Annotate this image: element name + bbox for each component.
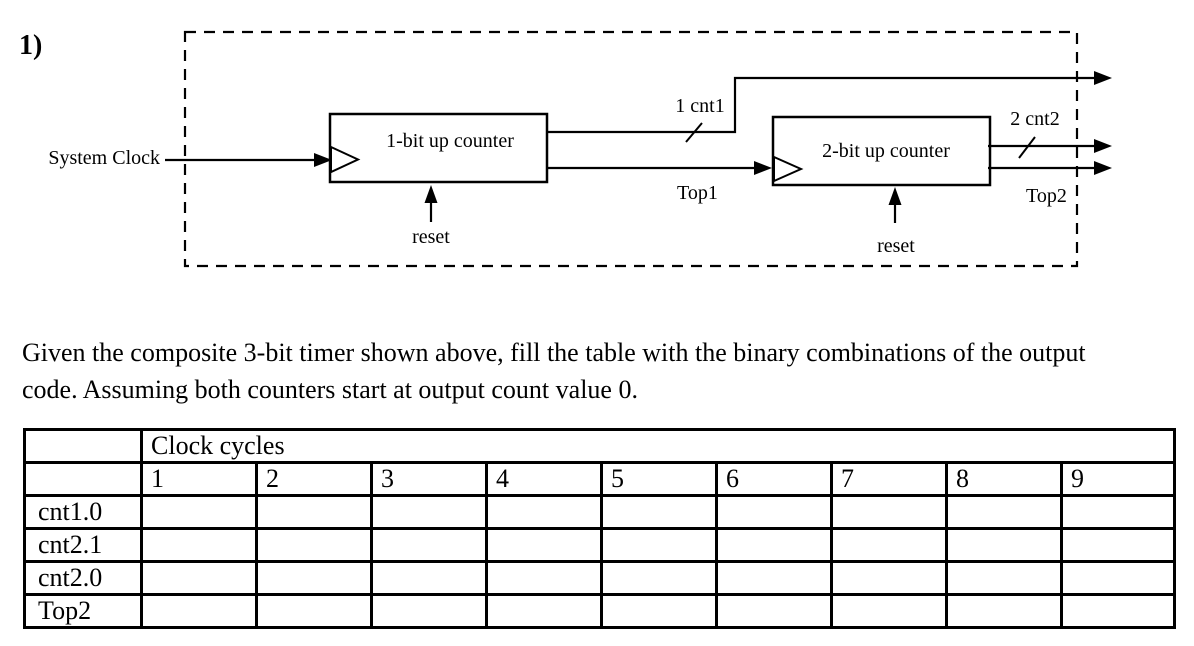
counter1-label: 1-bit up counter [386, 130, 514, 152]
corner-cell [23, 461, 143, 497]
answer-cell [715, 593, 833, 629]
answer-cell [830, 593, 948, 629]
cnt2-bus-width-slash [1018, 136, 1036, 159]
answer-cell [715, 560, 833, 596]
answer-table: Clock cycles 1 2 3 4 5 6 7 8 9 cnt1.0 [23, 428, 1177, 629]
answer-cell [140, 593, 258, 629]
top1-wire [547, 161, 772, 175]
row-label-cnt1-0: cnt1.0 [23, 494, 143, 530]
answer-cell [600, 560, 718, 596]
cycle-col-1: 1 [140, 461, 258, 497]
answer-cell [485, 494, 603, 530]
cycle-col-2: 2 [255, 461, 373, 497]
counter1-box [328, 112, 549, 184]
cnt1-bus-label: 1 cnt1 [675, 95, 724, 117]
corner-cell [23, 428, 143, 464]
table-row-cnt2-0: cnt2.0 [23, 560, 1177, 596]
top2-wire [988, 161, 1112, 175]
row-label-top2: Top2 [23, 593, 143, 629]
table-row-cnt1-0: cnt1.0 [23, 494, 1177, 530]
answer-cell [140, 560, 258, 596]
timer-circuit-diagram: System Clock 1-bit up counter reset 1 cn… [48, 30, 1112, 268]
cycle-col-3: 3 [370, 461, 488, 497]
answer-cell [600, 527, 718, 563]
answer-cell [255, 593, 373, 629]
answer-cell [600, 494, 718, 530]
answer-cell [485, 593, 603, 629]
answer-cell [140, 494, 258, 530]
cycle-col-8: 8 [945, 461, 1063, 497]
answer-cell [1059, 494, 1177, 530]
answer-cell [255, 494, 373, 530]
cycle-col-6: 6 [715, 461, 833, 497]
cycle-col-4: 4 [485, 461, 603, 497]
counter1-clock-edge-triangle [330, 145, 361, 174]
answer-cell [945, 560, 1063, 596]
answer-cell [485, 527, 603, 563]
cnt1-output-wire [547, 71, 1112, 143]
answer-cell [370, 527, 488, 563]
cycle-col-9: 9 [1059, 461, 1177, 497]
cycle-col-7: 7 [830, 461, 948, 497]
cnt2-bus-label: 2 cnt2 [1010, 108, 1059, 130]
answer-cell [945, 593, 1063, 629]
answer-cell [485, 560, 603, 596]
table-header-row: Clock cycles [23, 428, 1177, 464]
answer-cell [945, 527, 1063, 563]
answer-cell [1059, 560, 1177, 596]
row-label-cnt2-0: cnt2.0 [23, 560, 143, 596]
row-label-cnt2-1: cnt2.1 [23, 527, 143, 563]
cnt2-output-wire [988, 136, 1112, 159]
question-line-2: code. Assuming both counters start at ou… [22, 375, 638, 404]
answer-cell [255, 560, 373, 596]
cnt1-bus-width-slash [685, 122, 703, 143]
answer-cell [600, 593, 718, 629]
dashed-boundary-box [183, 30, 1079, 268]
counter2-reset-arrow [888, 187, 902, 223]
counter2-label: 2-bit up counter [822, 140, 950, 162]
counter1-reset-label: reset [412, 226, 450, 248]
answer-cell [1059, 593, 1177, 629]
cycle-col-5: 5 [600, 461, 718, 497]
answer-cell [140, 527, 258, 563]
counter2-clock-edge-triangle [773, 155, 804, 183]
answer-cell [830, 560, 948, 596]
counter2-reset-label: reset [877, 235, 915, 257]
answer-cell [255, 527, 373, 563]
table-row-top2: Top2 [23, 593, 1177, 629]
answer-cell [370, 494, 488, 530]
top2-label: Top2 [1026, 185, 1067, 207]
top1-label: Top1 [677, 182, 718, 204]
answer-cell [830, 494, 948, 530]
answer-cell [830, 527, 948, 563]
question-text: Given the composite 3-bit timer shown ab… [22, 334, 1086, 408]
system-clock-wire [165, 153, 332, 167]
answer-cell [370, 593, 488, 629]
counter1-reset-arrow [424, 185, 438, 222]
problem-number: 1) [19, 30, 43, 61]
cycle-number-row: 1 2 3 4 5 6 7 8 9 [23, 461, 1177, 497]
question-line-1: Given the composite 3-bit timer shown ab… [22, 338, 1086, 367]
counter2-box [771, 115, 992, 187]
answer-cell [715, 527, 833, 563]
system-clock-label: System Clock [48, 147, 160, 169]
table-row-cnt2-1: cnt2.1 [23, 527, 1177, 563]
answer-cell [1059, 527, 1177, 563]
clock-cycles-header: Clock cycles [139, 428, 1177, 464]
answer-cell [715, 494, 833, 530]
answer-cell [370, 560, 488, 596]
answer-cell [945, 494, 1063, 530]
